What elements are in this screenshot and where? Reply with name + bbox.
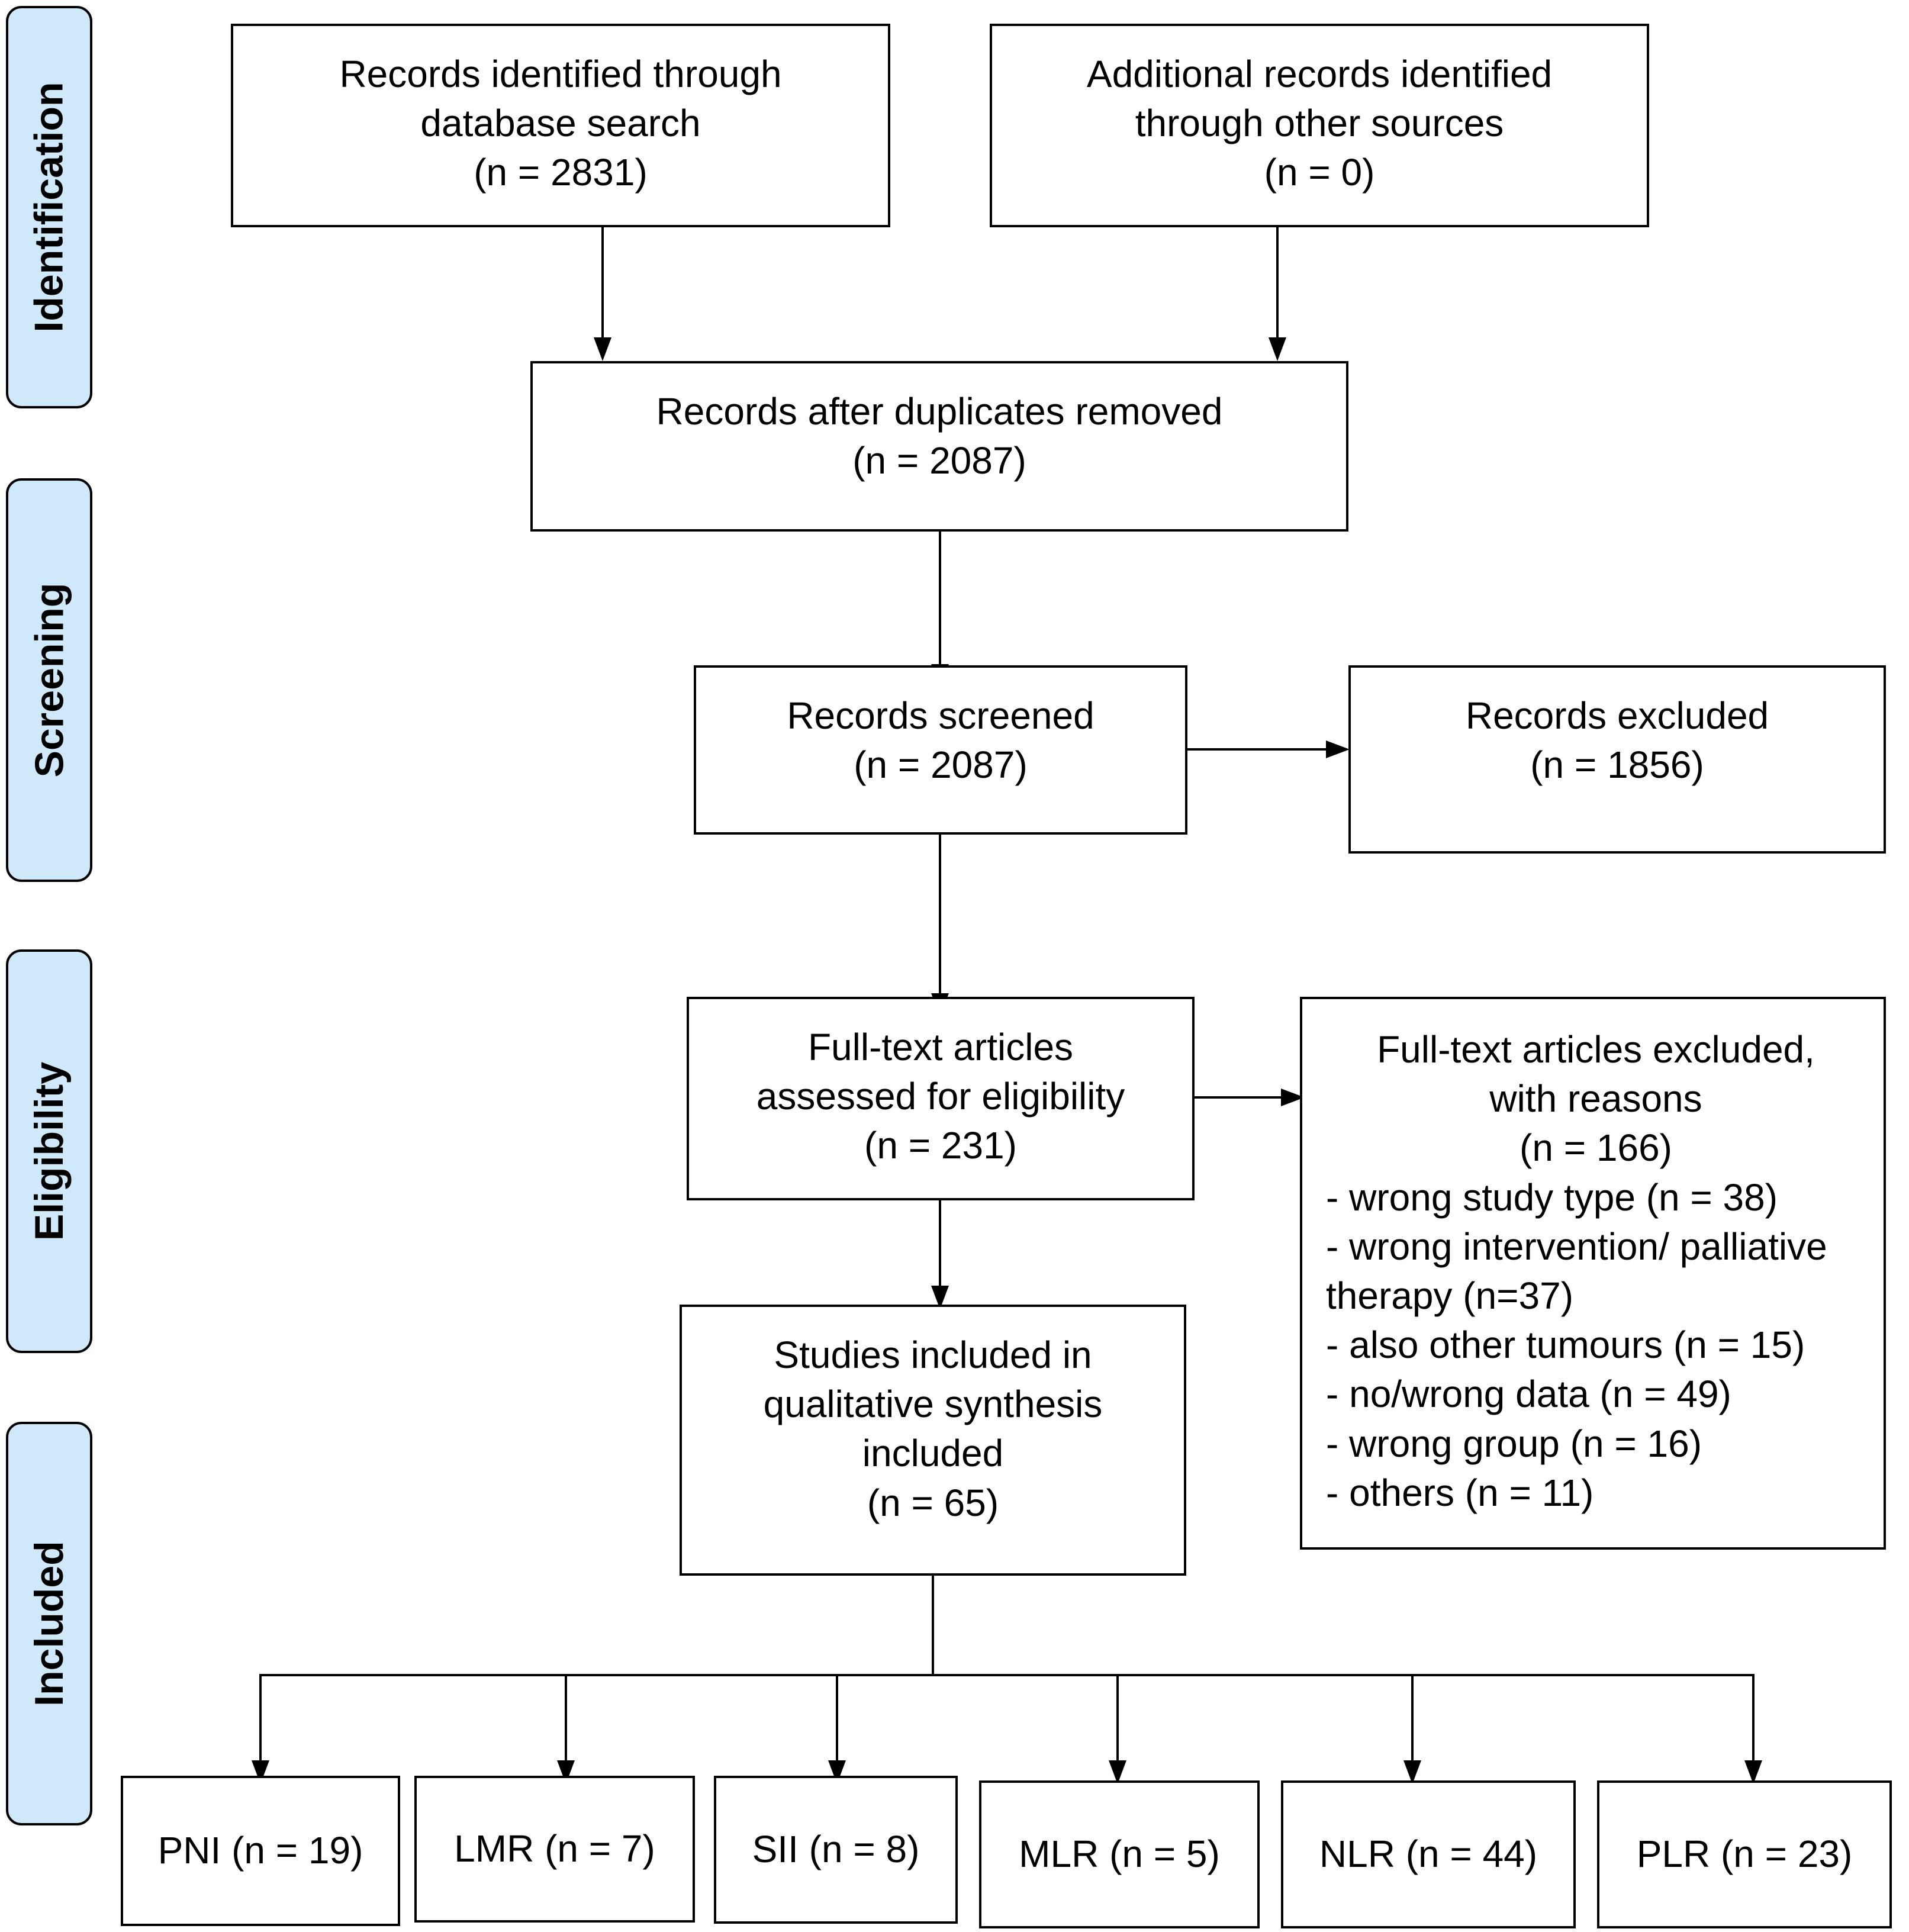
- arrow-line: [1752, 1674, 1755, 1763]
- exclusion-reason: - wrong study type (n = 38): [1326, 1176, 1778, 1219]
- arrow-head: [1744, 1760, 1762, 1784]
- arrow-line: [1116, 1674, 1119, 1763]
- records-screened-box: Records screened (n = 2087): [694, 665, 1187, 835]
- phase-label-identification: Identification: [6, 6, 92, 408]
- arrow-line: [1195, 1096, 1283, 1099]
- records-database-box: Records identified through database sear…: [231, 24, 890, 227]
- arrow-line: [601, 227, 604, 340]
- exclusion-reason: - others (n = 11): [1326, 1471, 1594, 1514]
- arrow-head: [594, 337, 611, 361]
- qualitative-synthesis-box: Studies included in qualitative synthesi…: [680, 1305, 1186, 1576]
- exclusion-reason: - wrong intervention/ palliative: [1326, 1225, 1827, 1268]
- arrow-line: [565, 1674, 567, 1763]
- arrow-line: [1187, 748, 1329, 751]
- full-text-excluded-box: Full-text articles excluded, with reason…: [1300, 997, 1886, 1550]
- exclusion-reason: - no/wrong data (n = 49): [1326, 1373, 1731, 1416]
- marker-box-lmr: LMR (n = 7): [414, 1776, 695, 1923]
- marker-box-mlr: MLR (n = 5): [979, 1780, 1260, 1928]
- arrow-line: [1276, 227, 1279, 340]
- phase-label-eligibility: Eligibility: [6, 949, 92, 1353]
- exclusion-reason: therapy (n=37): [1326, 1274, 1574, 1317]
- marker-box-nlr: NLR (n = 44): [1281, 1780, 1576, 1928]
- phase-label-included: Included: [6, 1422, 92, 1825]
- marker-box-plr: PLR (n = 23): [1597, 1780, 1892, 1928]
- exclusion-reason: - wrong group (n = 16): [1326, 1422, 1702, 1465]
- arrow-head: [1403, 1760, 1421, 1784]
- arrow-head: [1269, 337, 1286, 361]
- connector-line: [259, 1674, 1755, 1676]
- marker-box-sii: SII (n = 8): [714, 1776, 958, 1924]
- arrow-line: [1411, 1674, 1414, 1763]
- arrow-head: [1109, 1760, 1126, 1784]
- arrow-head: [1326, 740, 1350, 758]
- connector-line: [932, 1576, 934, 1676]
- arrow-line: [939, 835, 941, 996]
- records-other-sources-box: Additional records identified through ot…: [990, 24, 1649, 227]
- exclusion-reason: - also other tumours (n = 15): [1326, 1324, 1805, 1367]
- marker-box-pni: PNI (n = 19): [121, 1776, 400, 1926]
- records-after-duplicates-box: Records after duplicates removed (n = 20…: [530, 361, 1348, 532]
- records-excluded-box: Records excluded (n = 1856): [1348, 665, 1886, 854]
- phase-label-screening: Screening: [6, 478, 92, 882]
- arrow-line: [259, 1674, 262, 1763]
- arrow-line: [836, 1674, 838, 1763]
- full-text-assessed-box: Full-text articles assessed for eligibil…: [687, 997, 1195, 1200]
- arrow-line: [939, 1200, 941, 1305]
- exclusion-reasons-list: - wrong study type (n = 38) - wrong inte…: [1326, 1173, 1866, 1518]
- arrow-line: [939, 532, 941, 666]
